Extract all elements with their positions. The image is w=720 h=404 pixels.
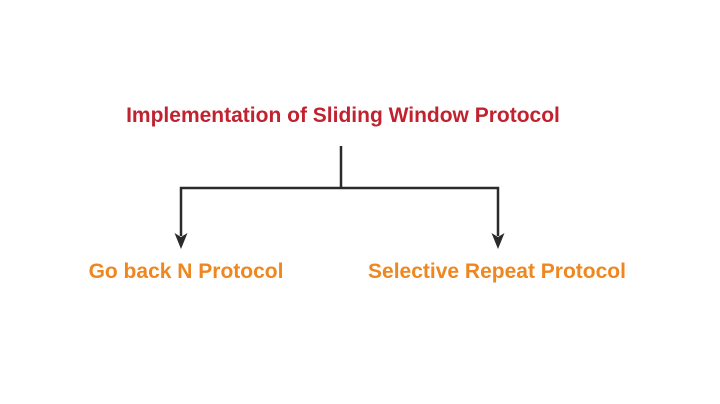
right-arrowhead-icon (491, 233, 505, 249)
branch-lines (179, 186, 500, 236)
branch-label-selective-repeat: Selective Repeat Protocol (368, 260, 626, 283)
left-arrowhead-icon (174, 233, 188, 249)
branch-label-go-back-n: Go back N Protocol (88, 260, 284, 283)
diagram-title: Implementation of Sliding Window Protoco… (126, 104, 560, 127)
